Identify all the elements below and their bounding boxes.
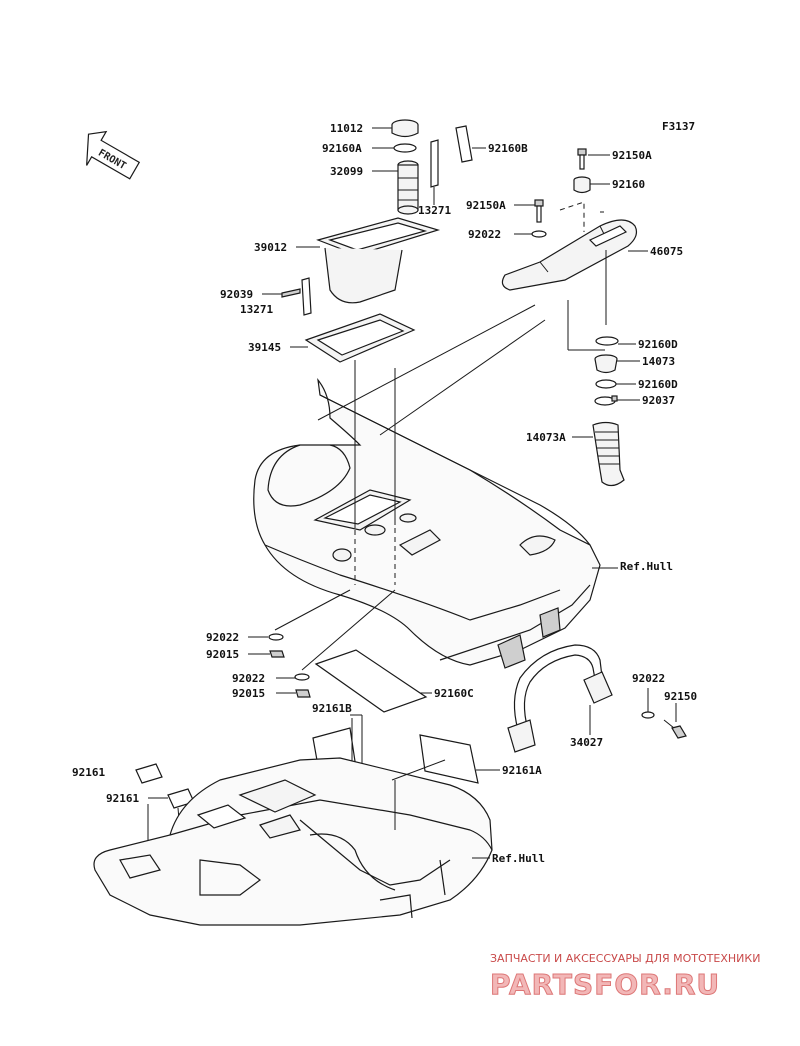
bolt-92039 [281, 288, 301, 298]
hose-14073A [592, 421, 625, 487]
label-92022-b: 92022 [206, 631, 239, 644]
label-92161A: 92161A [502, 764, 542, 777]
cushion-92160 [573, 176, 591, 194]
pad-92160B [455, 125, 473, 163]
watermark-tagline: ЗАПЧАСТИ И АКСЕССУАРЫ ДЛЯ МОТОТЕХНИКИ [490, 952, 760, 965]
gasket-39145 [304, 313, 416, 363]
figure-code: F3137 [662, 120, 695, 133]
decal-92161-a [135, 763, 163, 784]
bracket-13271-lower [301, 277, 312, 316]
watermark-logo: PARTSFOR.RU [490, 968, 720, 1001]
ring-92160D-upper [595, 336, 619, 346]
label-92022-d: 92022 [632, 672, 665, 685]
label-39012: 39012 [254, 241, 287, 254]
label-34027: 34027 [570, 736, 603, 749]
label-92160C: 92160C [434, 687, 474, 700]
label-92160: 92160 [612, 178, 645, 191]
label-92022-a: 92022 [468, 228, 501, 241]
label-92150A-a: 92150A [612, 149, 652, 162]
front-arrow-icon: FRONT [86, 130, 141, 180]
label-13271-b: 13271 [240, 303, 273, 316]
washer-92022-c [294, 673, 310, 681]
label-92022-c: 92022 [232, 672, 265, 685]
pad-92160C [314, 649, 428, 713]
label-ref-hull-a: Ref.Hull [620, 560, 673, 573]
filler-neck-32099 [397, 160, 419, 215]
lower-hull [93, 757, 493, 926]
label-92160D-a: 92160D [638, 338, 678, 351]
label-92039: 92039 [220, 288, 253, 301]
label-39145: 39145 [248, 341, 281, 354]
oring-92160A [393, 143, 417, 153]
label-92160A: 92160A [322, 142, 362, 155]
label-92161-a: 92161 [72, 766, 105, 779]
ring-92160D-lower [595, 379, 617, 389]
decal-92161A [419, 734, 479, 784]
grip-handle-46075 [501, 219, 638, 291]
washer-92022-b [268, 633, 284, 641]
label-92150: 92150 [664, 690, 697, 703]
label-92015-b: 92015 [232, 687, 265, 700]
label-11012: 11012 [330, 122, 363, 135]
label-14073: 14073 [642, 355, 675, 368]
bracket-13271-upper [430, 139, 439, 188]
grommet-14073 [594, 354, 618, 374]
bolt-92150A-lower [534, 199, 544, 223]
label-14073A: 14073A [526, 431, 566, 444]
rear-handle-34027 [507, 644, 613, 753]
storage-bin-39012 [316, 217, 441, 304]
nut-92015-a [269, 650, 285, 658]
label-92015-a: 92015 [206, 648, 239, 661]
label-32099: 32099 [330, 165, 363, 178]
bolt-92150 [663, 719, 687, 739]
nut-92015-b [295, 689, 311, 698]
label-92161B: 92161B [312, 702, 352, 715]
label-46075: 46075 [650, 245, 683, 258]
washer-92022-upper [531, 230, 547, 238]
label-92160D-b: 92160D [638, 378, 678, 391]
label-92161-b: 92161 [106, 792, 139, 805]
label-ref-hull-b: Ref.Hull [492, 852, 545, 865]
clamp-92037 [594, 395, 618, 406]
washer-92022-d [641, 711, 655, 719]
cap-11012 [391, 119, 419, 138]
label-92150A-b: 92150A [466, 199, 506, 212]
label-13271-a: 13271 [418, 204, 451, 217]
label-92037: 92037 [642, 394, 675, 407]
bolt-92150A-upper [577, 148, 587, 170]
upper-hull [253, 377, 601, 669]
label-92160B: 92160B [488, 142, 528, 155]
